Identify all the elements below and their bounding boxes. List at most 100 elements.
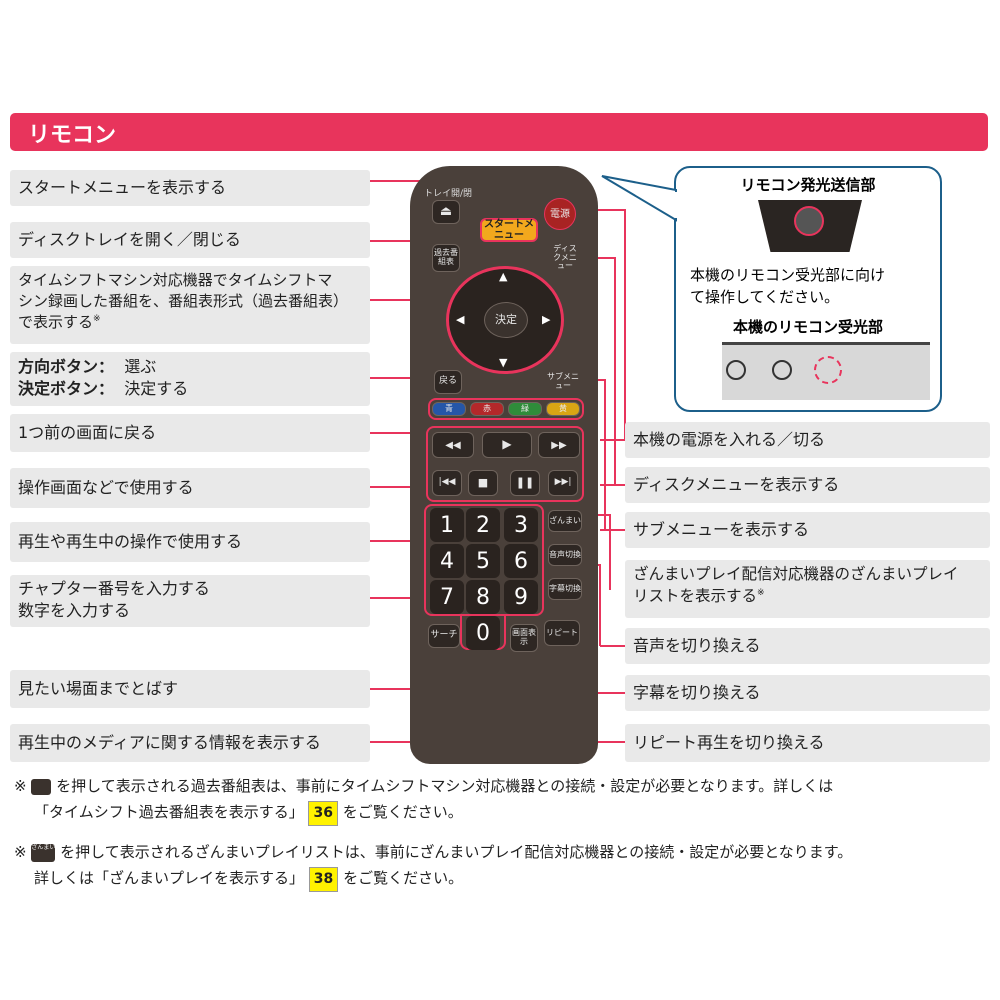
label-text: 1つ前の画面に戻る xyxy=(18,422,157,442)
zanmai-button[interactable]: ざんまい xyxy=(548,510,582,532)
label-text: 音声を切り換える xyxy=(633,635,761,655)
arrow-up-icon[interactable]: ▲ xyxy=(499,270,508,283)
footnote-ref: 詳しくは「ざんまいプレイを表示する」 xyxy=(34,868,305,887)
green-button[interactable]: 緑 xyxy=(508,402,542,416)
label-color-keys: 操作画面などで使用する xyxy=(10,468,370,508)
label-text: で表示する※ xyxy=(18,312,101,333)
direction-pad[interactable] xyxy=(446,266,564,374)
number-key-9[interactable]: 9 xyxy=(504,580,538,614)
label-direction-enter: 方向ボタン： 選ぶ 決定ボタン： 決定する xyxy=(10,352,370,406)
label-text: 操作画面などで使用する xyxy=(18,477,194,497)
number-key-6[interactable]: 6 xyxy=(504,544,538,578)
label-disc-menu: ディスクメニューを表示する xyxy=(625,467,990,503)
label-tray: ディスクトレイを開く／閉じる xyxy=(10,222,370,258)
label-text: ディスクメニューを表示する xyxy=(633,474,840,494)
page-ref-badge[interactable]: 36 xyxy=(308,800,338,827)
repeat-button[interactable]: リピート xyxy=(544,620,580,646)
fast-forward-icon[interactable]: ▶▶ xyxy=(538,432,580,458)
rewind-icon[interactable]: ◀◀ xyxy=(432,432,474,458)
device-button xyxy=(726,360,746,380)
label-text: リストを表示する xyxy=(633,586,758,605)
blue-button[interactable]: 青 xyxy=(432,402,466,416)
footnote-mark: ※ xyxy=(14,843,27,861)
color-keys-highlight xyxy=(428,398,584,420)
section-title: リモコン xyxy=(28,123,117,148)
playback-highlight xyxy=(426,426,584,502)
footnote-line: ※ ざんまい を押して表示されるざんまいプレイリストは、事前にざんまいプレイ配信… xyxy=(14,840,990,866)
next-icon[interactable]: ▶▶| xyxy=(548,470,578,496)
sub-menu-button[interactable]: サブメニュー xyxy=(547,372,579,390)
past-program-button[interactable]: 過去番組表 xyxy=(432,244,460,272)
number-key-2[interactable]: 2 xyxy=(466,508,500,542)
disc-menu-button[interactable]: ディスクメニュー xyxy=(553,243,577,271)
number-keys-highlight xyxy=(424,504,544,616)
stop-icon[interactable]: ■ xyxy=(468,470,498,496)
arrow-left-icon[interactable]: ◀ xyxy=(456,313,465,326)
start-menu-button[interactable]: スタートメニュー xyxy=(480,218,538,242)
label-subtitle: 字幕を切り換える xyxy=(625,675,990,711)
enter-button[interactable]: 決定 xyxy=(484,302,528,338)
label-numbers: チャプター番号を入力する 数字を入力する xyxy=(10,575,370,627)
label-zanmai: ざんまいプレイ配信対応機器のざんまいプレイ リストを表示する※ xyxy=(625,560,990,618)
footnote-mark: ※ xyxy=(93,314,101,324)
power-button[interactable]: 電源 xyxy=(544,198,576,230)
label-row: 方向ボタン： 選ぶ xyxy=(18,356,156,378)
previous-icon[interactable]: |◀◀ xyxy=(432,470,462,496)
label-back: 1つ前の画面に戻る xyxy=(10,414,370,452)
footnote-mark: ※ xyxy=(14,777,27,795)
number-key-5[interactable]: 5 xyxy=(466,544,500,578)
label-key: 方向ボタン： xyxy=(18,357,115,376)
red-button[interactable]: 赤 xyxy=(470,402,504,416)
label-timeshift: タイムシフトマシン対応機器でタイムシフトマ シン録画した番組を、番組表形式（過去… xyxy=(10,266,370,344)
callout-title: リモコン発光送信部 xyxy=(740,176,876,194)
label-text: 数字を入力する xyxy=(18,601,131,621)
label-key: 決定ボタン： xyxy=(18,379,115,399)
label-sub-menu: サブメニューを表示する xyxy=(625,512,990,548)
label-playback: 再生や再生中の操作で使用する xyxy=(10,522,370,562)
number-key-0[interactable]: 0 xyxy=(466,616,500,650)
label-text: 本機の電源を入れる／切る xyxy=(633,429,826,449)
label-text: サブメニューを表示する xyxy=(633,519,810,539)
label-search: 見たい場面までとばす xyxy=(10,670,370,708)
display-button[interactable]: 画面表示 xyxy=(510,624,538,652)
device-button xyxy=(772,360,792,380)
eject-button[interactable]: ⏏ xyxy=(432,200,460,224)
pause-icon[interactable]: ❚❚ xyxy=(510,470,540,496)
arrow-down-icon[interactable]: ▼ xyxy=(499,356,508,369)
back-button[interactable]: 戻る xyxy=(434,370,462,394)
footnote-2: ※ ざんまい を押して表示されるざんまいプレイリストは、事前にざんまいプレイ配信… xyxy=(14,840,990,893)
label-text: ディスクトレイを開く／閉じる xyxy=(18,229,241,249)
label-info: 再生中のメディアに関する情報を表示する xyxy=(10,724,370,762)
label-text: チャプター番号を入力する xyxy=(18,579,210,598)
footnote-line: 詳しくは「ざんまいプレイを表示する」 38 をご覧ください。 xyxy=(14,866,990,893)
label-audio: 音声を切り換える xyxy=(625,628,990,664)
page-ref-badge[interactable]: 38 xyxy=(308,866,339,893)
label-text: タイムシフトマシン対応機器でタイムシフトマ xyxy=(18,271,333,289)
callout-text: 本機のリモコン受光部に向け xyxy=(690,266,886,284)
label-repeat: リピート再生を切り換える xyxy=(625,724,990,762)
ir-callout: リモコン発光送信部 本機のリモコン受光部に向け て操作してください。 本機のリモ… xyxy=(674,166,942,412)
audio-button[interactable]: 音声切換 xyxy=(548,544,582,566)
footnote-text: を押して表示される過去番組表は、事前にタイムシフトマシン対応機器との接続・設定が… xyxy=(56,777,834,795)
number-key-8[interactable]: 8 xyxy=(466,580,500,614)
label-text: 決定する xyxy=(124,379,189,399)
number-key-1[interactable]: 1 xyxy=(430,508,464,542)
search-button[interactable]: サーチ xyxy=(428,624,460,648)
footnote-text: を押して表示されるざんまいプレイリストは、事前にざんまいプレイ配信対応機器との接… xyxy=(60,843,853,861)
footnote-text: をご覧ください。 xyxy=(342,802,463,821)
play-icon[interactable]: ▶ xyxy=(482,432,532,458)
section-header: リモコン xyxy=(10,113,988,151)
ir-emitter-ring xyxy=(794,206,824,236)
subtitle-button[interactable]: 字幕切換 xyxy=(548,578,582,600)
yellow-button[interactable]: 黄 xyxy=(546,402,580,416)
number-key-3[interactable]: 3 xyxy=(504,508,538,542)
number-key-4[interactable]: 4 xyxy=(430,544,464,578)
receiver-marker xyxy=(814,356,842,384)
label-text: シン録画した番組を、番組表形式（過去番組表） xyxy=(18,292,349,310)
footnote-mark: ※ xyxy=(757,587,765,598)
arrow-right-icon[interactable]: ▶ xyxy=(542,313,551,326)
number-key-7[interactable]: 7 xyxy=(430,580,464,614)
label-text: 選ぶ xyxy=(124,357,157,376)
label-text: で表示する xyxy=(18,313,94,331)
